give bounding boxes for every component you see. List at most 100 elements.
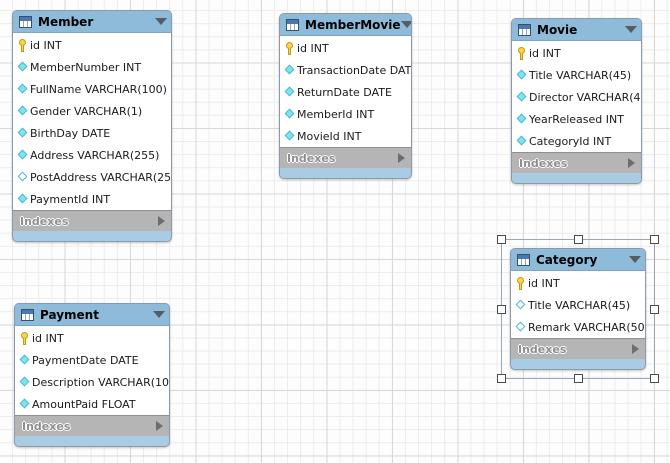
table-box-payment[interactable]: Payment id INT PaymentDate DATE Description… bbox=[14, 303, 170, 447]
column-label: Title VARCHAR(45) bbox=[529, 68, 632, 82]
column-icon bbox=[284, 86, 296, 98]
table-icon bbox=[517, 253, 530, 266]
column-label: Director VARCHAR(45) bbox=[529, 90, 642, 104]
table-title: Payment bbox=[40, 307, 99, 322]
column-label: MemberNumber INT bbox=[30, 60, 142, 74]
table-indexes-section[interactable]: Indexes bbox=[13, 210, 171, 231]
column-label: id INT bbox=[529, 46, 561, 60]
table-box-movie[interactable]: Movie id INT Title VARCHAR(45) Director VAR… bbox=[511, 18, 642, 184]
table-row[interactable]: id INT bbox=[280, 37, 411, 59]
column-label: MemberId INT bbox=[297, 107, 375, 121]
column-label: PaymentId INT bbox=[30, 192, 111, 206]
table-box-category[interactable]: Category id INT Title VARCHAR(45) Remark VA… bbox=[510, 248, 646, 370]
table-indexes-section[interactable]: Indexes bbox=[280, 147, 411, 168]
indexes-label: Indexes bbox=[20, 214, 69, 228]
table-row[interactable]: PostAddress VARCHAR(255) bbox=[13, 166, 171, 188]
column-label: AmountPaid FLOAT bbox=[32, 397, 136, 411]
column-icon bbox=[17, 83, 29, 95]
primary-key-icon bbox=[284, 41, 296, 55]
table-row[interactable]: Address VARCHAR(255) bbox=[13, 144, 171, 166]
table-indexes-section[interactable]: Indexes bbox=[15, 415, 169, 436]
primary-key-icon bbox=[17, 38, 29, 52]
table-row[interactable]: CategoryId INT bbox=[512, 130, 641, 152]
table-row[interactable]: id INT bbox=[512, 42, 641, 64]
primary-key-icon bbox=[19, 331, 31, 345]
table-columns: id INT Title VARCHAR(45) Director VARCHAR(… bbox=[512, 41, 641, 152]
column-icon bbox=[516, 69, 528, 81]
table-row[interactable]: Remark VARCHAR(500) bbox=[511, 316, 645, 338]
chevron-down-icon[interactable] bbox=[155, 18, 167, 25]
column-label: PaymentDate DATE bbox=[32, 353, 139, 367]
expand-right-icon[interactable] bbox=[158, 216, 165, 226]
table-row[interactable]: Title VARCHAR(45) bbox=[512, 64, 641, 86]
column-icon bbox=[516, 135, 528, 147]
resize-handle-right[interactable] bbox=[650, 305, 659, 314]
table-row[interactable]: AmountPaid FLOAT bbox=[15, 393, 169, 415]
table-footer bbox=[13, 231, 171, 241]
table-box-membermovie[interactable]: MemberMovie id INT TransactionDate DATE Ret… bbox=[279, 13, 412, 179]
expand-right-icon[interactable] bbox=[628, 158, 635, 168]
column-label: TransactionDate DATE bbox=[297, 63, 412, 77]
table-row[interactable]: id INT bbox=[13, 34, 171, 56]
indexes-label: Indexes bbox=[519, 156, 568, 170]
column-label: PostAddress VARCHAR(255) bbox=[30, 170, 172, 184]
table-header-movie[interactable]: Movie bbox=[512, 19, 641, 41]
table-row[interactable]: MemberNumber INT bbox=[13, 56, 171, 78]
chevron-down-icon[interactable] bbox=[400, 21, 411, 28]
table-row[interactable]: FullName VARCHAR(100) bbox=[13, 78, 171, 100]
table-row[interactable]: id INT bbox=[15, 327, 169, 349]
resize-handle-bottom-left[interactable] bbox=[497, 374, 506, 383]
table-title: Category bbox=[536, 252, 598, 267]
resize-handle-bottom-right[interactable] bbox=[650, 374, 659, 383]
column-label: MovieId INT bbox=[297, 129, 362, 143]
chevron-down-icon[interactable] bbox=[153, 311, 165, 318]
primary-key-icon bbox=[515, 276, 527, 290]
table-row[interactable]: BirthDay DATE bbox=[13, 122, 171, 144]
column-icon bbox=[516, 113, 528, 125]
chevron-down-icon[interactable] bbox=[629, 256, 641, 263]
resize-handle-top-left[interactable] bbox=[497, 235, 506, 244]
table-row[interactable]: MemberId INT bbox=[280, 103, 411, 125]
expand-right-icon[interactable] bbox=[156, 421, 163, 431]
table-indexes-section[interactable]: Indexes bbox=[511, 338, 645, 359]
expand-right-icon[interactable] bbox=[398, 153, 405, 163]
chevron-down-icon[interactable] bbox=[625, 26, 637, 33]
table-row[interactable]: Description VARCHAR(100) bbox=[15, 371, 169, 393]
column-label: CategoryId INT bbox=[529, 134, 612, 148]
table-row[interactable]: PaymentDate DATE bbox=[15, 349, 169, 371]
column-label: YearReleased INT bbox=[529, 112, 624, 126]
table-row[interactable]: MovieId INT bbox=[280, 125, 411, 147]
resize-handle-top[interactable] bbox=[574, 235, 583, 244]
column-icon bbox=[17, 149, 29, 161]
table-icon bbox=[21, 308, 34, 321]
table-row[interactable]: ReturnDate DATE bbox=[280, 81, 411, 103]
resize-handle-bottom[interactable] bbox=[574, 374, 583, 383]
table-header-member[interactable]: Member bbox=[13, 11, 171, 33]
table-icon bbox=[286, 18, 299, 31]
expand-right-icon[interactable] bbox=[632, 344, 639, 354]
table-row[interactable]: Director VARCHAR(45) bbox=[512, 86, 641, 108]
table-title: MemberMovie bbox=[305, 17, 401, 32]
column-icon bbox=[19, 398, 31, 410]
table-box-member[interactable]: Member id INT MemberNumber INT FullName VAR… bbox=[12, 10, 172, 242]
column-label: id INT bbox=[30, 38, 62, 52]
table-row[interactable]: id INT bbox=[511, 272, 645, 294]
table-row[interactable]: TransactionDate DATE bbox=[280, 59, 411, 81]
resize-handle-top-right[interactable] bbox=[650, 235, 659, 244]
table-header-membermovie[interactable]: MemberMovie bbox=[280, 14, 411, 36]
table-header-payment[interactable]: Payment bbox=[15, 304, 169, 326]
table-row[interactable]: Gender VARCHAR(1) bbox=[13, 100, 171, 122]
column-label: id INT bbox=[528, 276, 560, 290]
table-columns: id INT MemberNumber INT FullName VARCHAR(1… bbox=[13, 33, 171, 210]
column-label: Remark VARCHAR(500) bbox=[528, 320, 646, 334]
table-title: Movie bbox=[537, 22, 578, 37]
table-row[interactable]: Title VARCHAR(45) bbox=[511, 294, 645, 316]
table-indexes-section[interactable]: Indexes bbox=[512, 152, 641, 173]
table-columns: id INT Title VARCHAR(45) Remark VARCHAR(50… bbox=[511, 271, 645, 338]
column-nullable-icon bbox=[515, 299, 527, 311]
table-row[interactable]: YearReleased INT bbox=[512, 108, 641, 130]
table-header-category[interactable]: Category bbox=[511, 249, 645, 271]
resize-handle-left[interactable] bbox=[497, 305, 506, 314]
table-row[interactable]: PaymentId INT bbox=[13, 188, 171, 210]
